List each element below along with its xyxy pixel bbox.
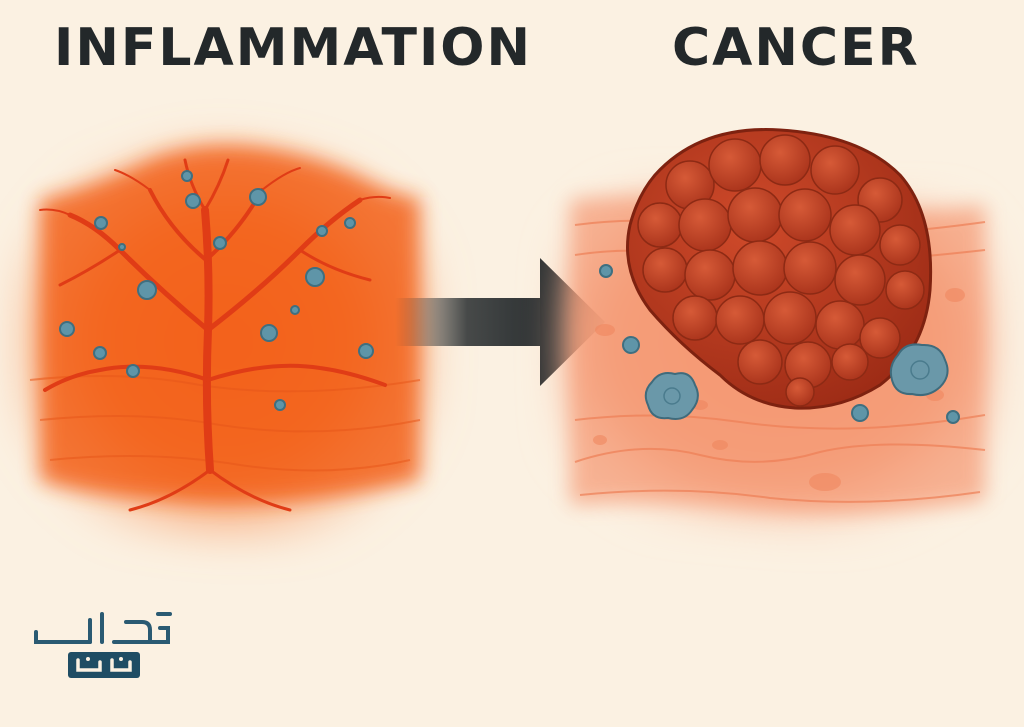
immune-cells-left (59, 170, 374, 411)
brand-logo-icon (34, 612, 172, 678)
tumor-mass (626, 128, 933, 410)
immune-cells-right (599, 264, 960, 424)
inflamed-tissue (10, 136, 440, 547)
inflammation-title: INFLAMMATION (54, 18, 533, 78)
cancer-title: CANCER (672, 18, 920, 78)
immune-cell-clusters (644, 343, 949, 420)
blood-vessel-tree (39, 158, 391, 512)
